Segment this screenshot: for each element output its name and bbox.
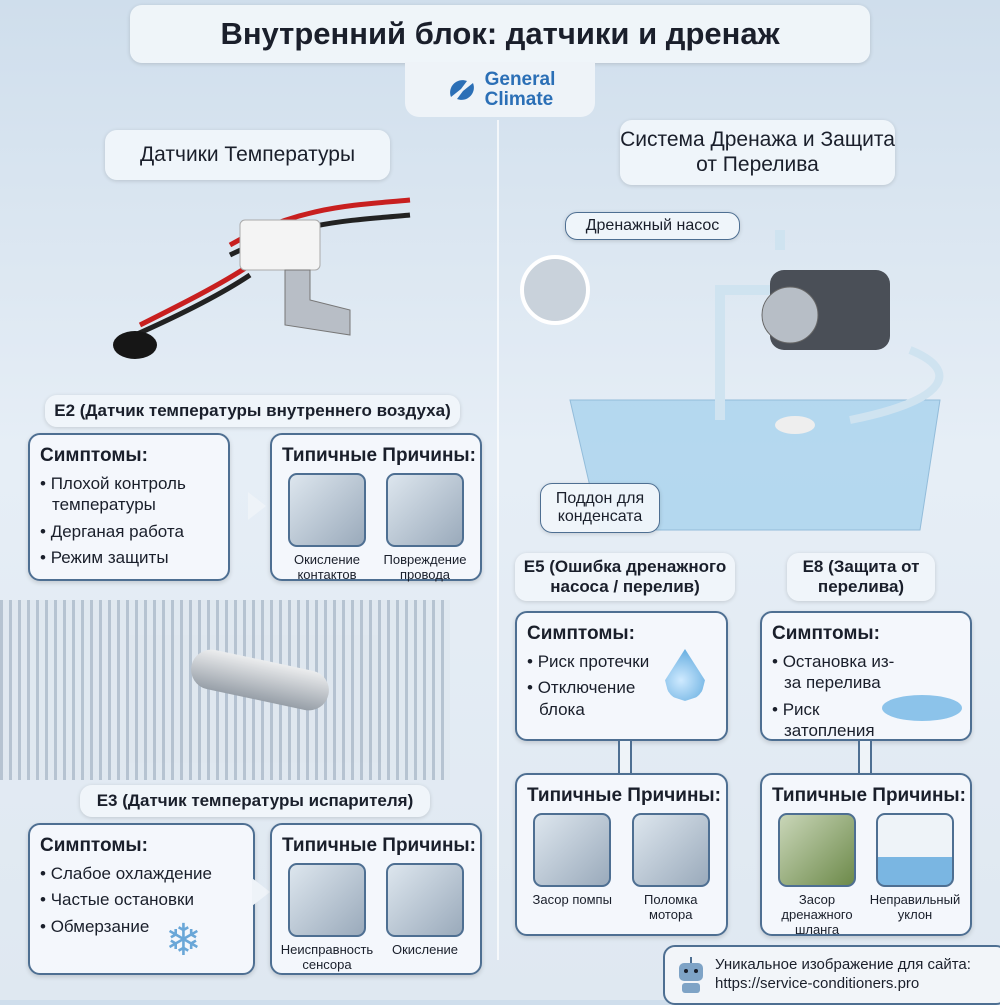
logo-icon bbox=[449, 79, 474, 100]
section-heading-drainage: Система Дренажа и Защита от Перелива bbox=[620, 120, 895, 185]
clogged-pump-image bbox=[533, 813, 612, 887]
symptom-item: Слабое охлаждение bbox=[40, 863, 253, 884]
cause-item: Повреждение провода bbox=[377, 473, 473, 583]
cause-item: Засор дренажного шланга bbox=[769, 813, 865, 938]
robot-icon bbox=[679, 957, 703, 993]
drain-pump-image bbox=[520, 230, 944, 531]
cause-item: Неисправность сенсора bbox=[279, 863, 375, 973]
e8-causes-box: Типичные Причины: Засор дренажного шланг… bbox=[760, 773, 972, 938]
oxidized-contacts-image bbox=[288, 473, 366, 547]
cause-item: Засор помпы bbox=[524, 813, 620, 923]
section-divider bbox=[497, 120, 499, 960]
oxidized-sensor-image bbox=[386, 863, 464, 937]
e3-symptoms-box: Симптомы: Слабое охлаждениеЧастые остано… bbox=[28, 823, 255, 975]
connector-e8 bbox=[858, 741, 872, 773]
pump-label: Дренажный насос bbox=[565, 212, 740, 240]
symptom-item: Режим защиты bbox=[40, 547, 228, 568]
section-heading-sensors: Датчики Температуры bbox=[105, 130, 390, 180]
e8-symptoms-box: Симптомы: Остановка из-за переливаРиск з… bbox=[760, 611, 972, 741]
e2-symptoms-box: Симптомы: Плохой контроль температурыДер… bbox=[28, 433, 230, 581]
water-puddle-icon bbox=[882, 695, 962, 721]
e2-label: E2 (Датчик температуры внутреннего возду… bbox=[45, 395, 460, 427]
causes-title: Типичные Причины: bbox=[527, 785, 721, 806]
symptom-item: Отключение блока bbox=[527, 677, 657, 720]
symptom-item: Дерганая работа bbox=[40, 521, 228, 542]
tray-label: Поддон для конденсата bbox=[540, 483, 660, 533]
page-title: Внутренний блок: датчики и дренаж bbox=[130, 5, 870, 63]
broken-sensor-image bbox=[288, 863, 366, 937]
cause-item: Окисление bbox=[377, 863, 473, 973]
temperature-sensor-image bbox=[113, 197, 411, 359]
logo-text-1: General bbox=[484, 68, 556, 90]
footer-url[interactable]: https://service-conditioners.pro bbox=[715, 975, 920, 992]
symptom-item: Плохой контроль температуры bbox=[40, 473, 228, 516]
cause-item: Окисление контактов bbox=[279, 473, 375, 583]
e5-label: E5 (Ошибка дренажного насоса / перелив) bbox=[515, 553, 735, 601]
arrow-right-icon bbox=[248, 492, 266, 520]
symptom-item: Обмерзание bbox=[40, 916, 253, 937]
water-drop-icon bbox=[665, 649, 705, 701]
arrow-right-icon bbox=[252, 878, 270, 906]
logo-text-2: Climate bbox=[484, 88, 554, 110]
cause-item: Неправильный уклон bbox=[867, 813, 963, 938]
symptom-item: Риск затопления bbox=[772, 699, 902, 742]
frosted-evaporator-image bbox=[0, 600, 450, 780]
symptom-item: Остановка из-за перелива bbox=[772, 651, 902, 694]
clogged-hose-image bbox=[778, 813, 856, 887]
causes-title: Типичные Причины: bbox=[282, 445, 476, 466]
snowflake-icon: ❄ bbox=[165, 916, 202, 965]
e5-symptoms-box: Симптомы: Риск протечкиОтключение блока bbox=[515, 611, 728, 741]
symptom-item: Риск протечки bbox=[527, 651, 657, 672]
symptoms-title: Симптомы: bbox=[527, 623, 635, 644]
motor-image bbox=[631, 813, 710, 887]
wrong-slope-image bbox=[876, 813, 954, 887]
cause-item: Поломка мотора bbox=[623, 813, 719, 923]
e3-label: E3 (Датчик температуры испарителя) bbox=[80, 785, 430, 817]
e8-label: E8 (Защита от перелива) bbox=[787, 553, 935, 601]
damaged-wire-image bbox=[386, 473, 464, 547]
causes-title: Типичные Причины: bbox=[772, 785, 966, 806]
symptoms-title: Симптомы: bbox=[772, 623, 880, 644]
causes-title: Типичные Причины: bbox=[282, 835, 476, 856]
footer-watermark: Уникальное изображение для сайта:https:/… bbox=[663, 945, 1000, 1005]
symptom-item: Частые остановки bbox=[40, 889, 253, 910]
symptoms-title: Симптомы: bbox=[40, 445, 148, 466]
footer-text: Уникальное изображение для сайта: bbox=[715, 956, 971, 974]
connector-e5 bbox=[618, 741, 632, 773]
symptoms-title: Симптомы: bbox=[40, 835, 148, 856]
